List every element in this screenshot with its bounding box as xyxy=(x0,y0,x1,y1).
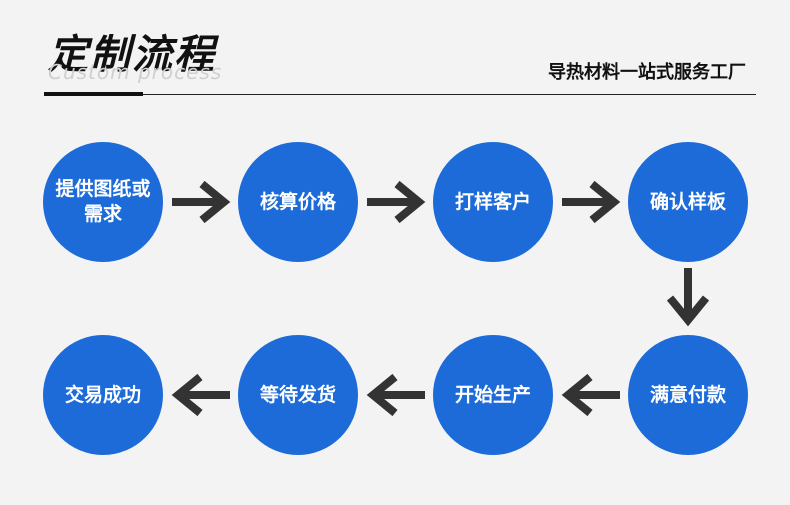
step-2: 核算价格 xyxy=(238,142,358,262)
step-5: 满意付款 xyxy=(628,335,748,455)
step-7: 等待发货 xyxy=(238,335,358,455)
step-1: 提供图纸或需求 xyxy=(43,142,163,262)
header-divider-accent xyxy=(44,92,143,96)
arrow-right-icon xyxy=(562,180,621,224)
step-5-label: 满意付款 xyxy=(649,383,726,406)
step-3: 打样客户 xyxy=(433,142,553,262)
step-8: 交易成功 xyxy=(43,335,163,455)
header-divider xyxy=(44,94,756,95)
page-title: 定制流程 xyxy=(48,32,216,78)
arrow-right-icon xyxy=(172,180,231,224)
step-6: 开始生产 xyxy=(433,335,553,455)
step-8-label: 交易成功 xyxy=(64,383,141,406)
step-4: 确认样板 xyxy=(628,142,748,262)
tagline: 导热材料一站式服务工厂 xyxy=(548,62,746,83)
arrow-left-icon xyxy=(366,373,425,417)
step-1-label: 提供图纸或需求 xyxy=(55,178,151,225)
step-6-label: 开始生产 xyxy=(454,383,531,406)
step-2-label: 核算价格 xyxy=(259,190,336,213)
step-4-label: 确认样板 xyxy=(649,190,726,213)
arrow-left-icon xyxy=(171,373,230,417)
step-3-label: 打样客户 xyxy=(454,190,531,213)
arrow-right-icon xyxy=(367,180,426,224)
step-7-label: 等待发货 xyxy=(259,383,336,406)
arrow-left-icon xyxy=(561,373,620,417)
page-subtitle: Custom process xyxy=(48,60,223,84)
arrow-down-icon xyxy=(666,268,710,327)
